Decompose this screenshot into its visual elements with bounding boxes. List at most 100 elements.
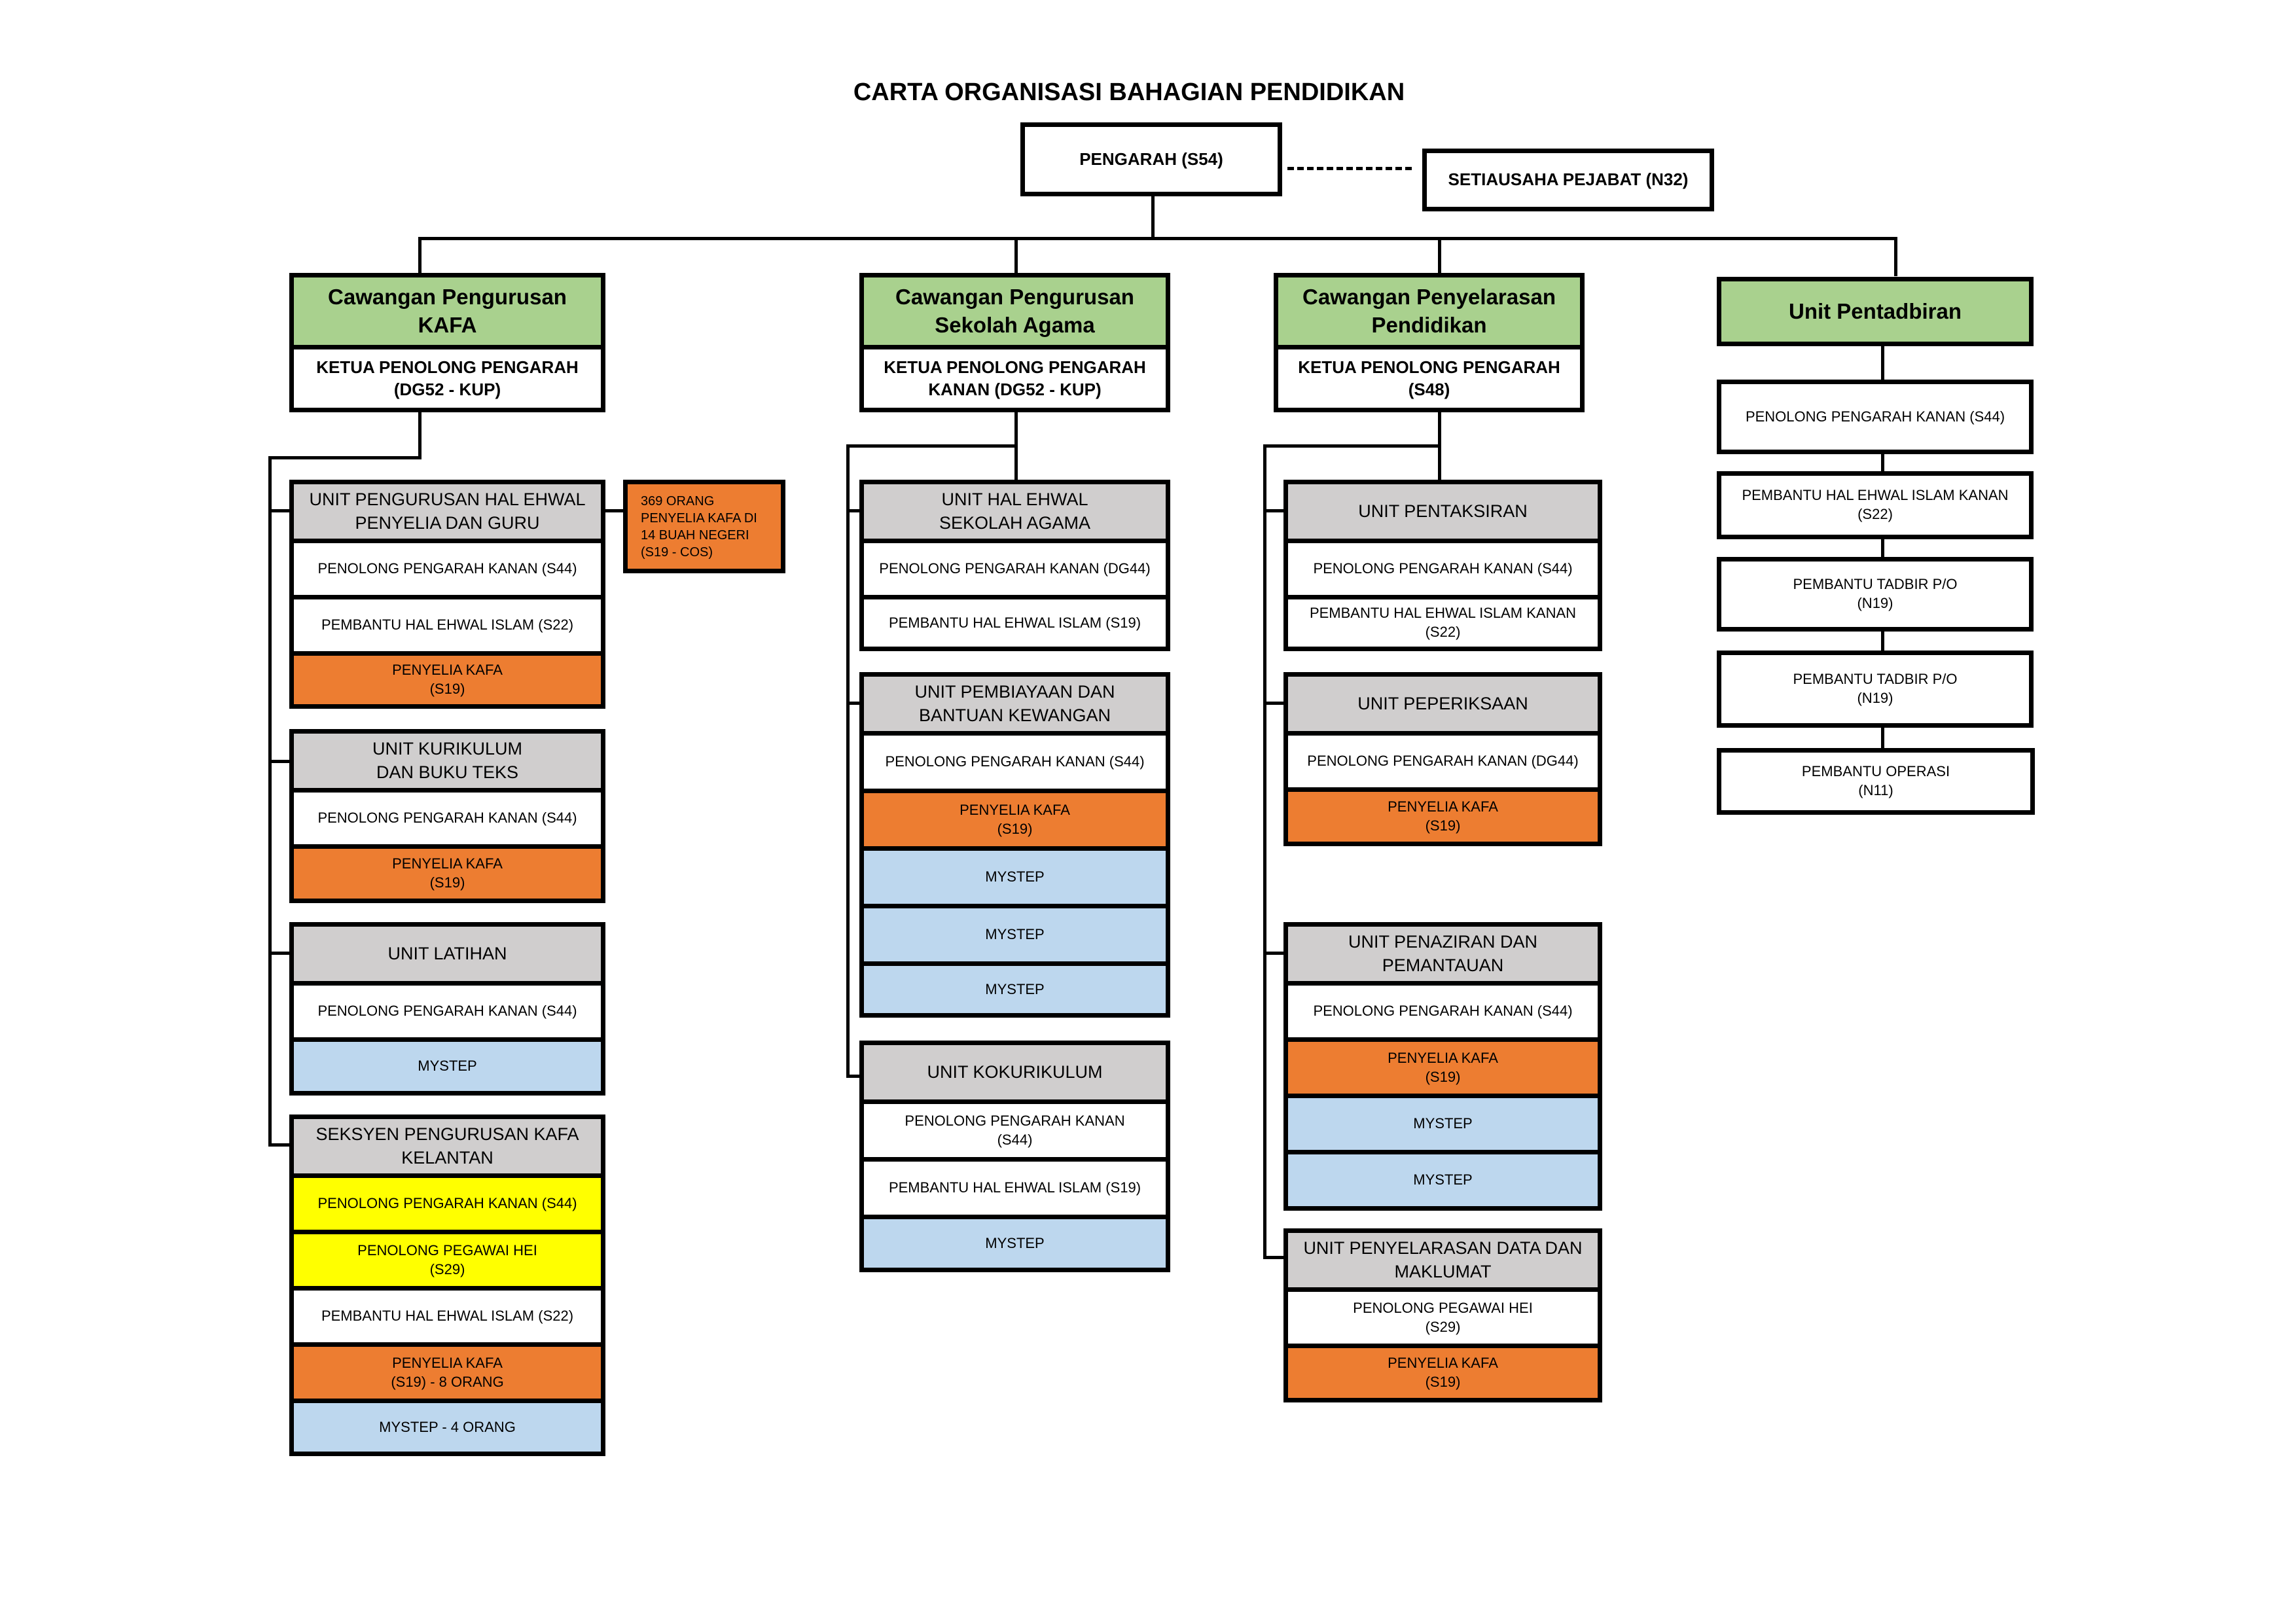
connector-line	[418, 412, 422, 458]
unit-header: UNIT PENYELARASAN DATA DAN MAKLUMAT	[1288, 1233, 1598, 1292]
connector-line	[268, 1143, 291, 1147]
unit-header: UNIT LATIHAN	[294, 927, 601, 986]
connector-line	[846, 444, 850, 1078]
connector-line	[1881, 344, 1884, 749]
connector-line	[268, 456, 422, 459]
branch-title: Cawangan Pengurusan Sekolah Agama	[864, 277, 1166, 349]
role-cell: PENYELIA KAFA (S19)	[294, 849, 601, 899]
role-cell: MYSTEP	[294, 1042, 601, 1091]
page-title: CARTA ORGANISASI BAHAGIAN PENDIDIKAN	[853, 79, 1405, 106]
unit-pentaksiran: UNIT PENTAKSIRAN PENOLONG PENGARAH KANAN…	[1283, 480, 1602, 651]
role-cell: MYSTEP	[864, 851, 1166, 908]
connector-line	[602, 509, 625, 512]
role-cell: PEMBANTU HAL EHWAL ISLAM (S22)	[294, 1291, 601, 1347]
connector-line	[1263, 1256, 1287, 1259]
unit-header: UNIT KOKURIKULUM	[864, 1045, 1166, 1104]
role-cell: MYSTEP - 4 ORANG	[294, 1403, 601, 1452]
role-cell: PENYELIA KAFA (S19)	[1288, 1042, 1598, 1098]
role-cell: PENOLONG PENGARAH KANAN (S44)	[294, 543, 601, 599]
role-cell: PENYELIA KAFA (S19)	[1288, 792, 1598, 842]
role-cell: PENOLONG PENGARAH KANAN (S44)	[864, 736, 1166, 793]
connector-line	[268, 456, 272, 1147]
role-cell: PENOLONG PEGAWAI HEI (S29)	[294, 1234, 601, 1291]
role-cell: PEMBANTU HAL EHWAL ISLAM (S19)	[864, 599, 1166, 647]
branch-sekolah-agama: Cawangan Pengurusan Sekolah Agama KETUA …	[859, 273, 1170, 412]
branch-penyelarasan: Cawangan Penyelarasan Pendidikan KETUA P…	[1274, 273, 1585, 412]
unit-header: UNIT PEPERIKSAAN	[1288, 677, 1598, 736]
branch-head: KETUA PENOLONG PENGARAH KANAN (DG52 - KU…	[864, 349, 1166, 408]
branch-head: KETUA PENOLONG PENGARAH (DG52 - KUP)	[294, 349, 601, 408]
unit-header: UNIT KURIKULUM DAN BUKU TEKS	[294, 734, 601, 793]
connector-line	[418, 237, 1897, 240]
role-cell: PENOLONG PEGAWAI HEI (S29)	[1288, 1292, 1598, 1348]
connector-line	[268, 760, 291, 763]
branch-kafa: Cawangan Pengurusan KAFA KETUA PENOLONG …	[289, 273, 605, 412]
branch-head: KETUA PENOLONG PENGARAH (S48)	[1278, 349, 1580, 408]
role-cell: PEMBANTU HAL EHWAL ISLAM (S22)	[294, 599, 601, 656]
role-cell: PENOLONG PENGARAH KANAN (DG44)	[1288, 736, 1598, 792]
unit-hal-ehwal-sekolah: UNIT HAL EHWAL SEKOLAH AGAMA PENOLONG PE…	[859, 480, 1170, 651]
unit-header: UNIT PENAZIRAN DAN PEMANTAUAN	[1288, 927, 1598, 986]
role-cell: PENOLONG PENGARAH KANAN (S44)	[1288, 986, 1598, 1042]
branch-pentadbiran: Unit Pentadbiran	[1717, 277, 2034, 346]
unit-peperiksaan: UNIT PEPERIKSAAN PENOLONG PENGARAH KANAN…	[1283, 672, 1602, 846]
seksyen-kelantan: SEKSYEN PENGURUSAN KAFA KELANTAN PENOLON…	[289, 1115, 605, 1456]
role-cell: MYSTEP	[864, 1219, 1166, 1268]
connector-line	[1014, 237, 1018, 276]
connector-line	[846, 1075, 862, 1078]
unit-header: UNIT PENGURUSAN HAL EHWAL PENYELIA DAN G…	[294, 484, 601, 543]
connector-line	[1438, 237, 1441, 276]
branch-title: Cawangan Pengurusan KAFA	[294, 277, 601, 349]
unit-kokurikulum: UNIT KOKURIKULUM PENOLONG PENGARAH KANAN…	[859, 1041, 1170, 1272]
connector-line	[418, 237, 422, 276]
role-cell: PENOLONG PENGARAH KANAN (S44)	[864, 1104, 1166, 1162]
role-box: PEMBANTU OPERASI (N11)	[1717, 748, 2035, 815]
unit-pengurusan-hal-ehwal: UNIT PENGURUSAN HAL EHWAL PENYELIA DAN G…	[289, 480, 605, 709]
role-cell: MYSTEP	[1288, 1098, 1598, 1154]
role-cell: MYSTEP	[864, 908, 1166, 966]
unit-latihan: UNIT LATIHAN PENOLONG PENGARAH KANAN (S4…	[289, 922, 605, 1096]
connector-line	[1014, 412, 1018, 484]
dashed-connector	[1287, 167, 1412, 170]
connector-line	[1263, 509, 1287, 512]
connector-line	[1263, 702, 1287, 705]
role-cell: PENYELIA KAFA (S19) - 8 ORANG	[294, 1347, 601, 1403]
connector-line	[1263, 444, 1441, 448]
unit-kurikulum: UNIT KURIKULUM DAN BUKU TEKS PENOLONG PE…	[289, 729, 605, 903]
role-cell: PEMBANTU HAL EHWAL ISLAM (S19)	[864, 1162, 1166, 1219]
connector-line	[846, 444, 1018, 448]
role-cell: PENYELIA KAFA (S19)	[294, 656, 601, 704]
role-cell: PENYELIA KAFA (S19)	[864, 793, 1166, 851]
unit-penyelarasan-data: UNIT PENYELARASAN DATA DAN MAKLUMAT PENO…	[1283, 1228, 1602, 1402]
connector-line	[268, 952, 291, 955]
unit-penaziran: UNIT PENAZIRAN DAN PEMANTAUAN PENOLONG P…	[1283, 922, 1602, 1211]
unit-header: UNIT HAL EHWAL SEKOLAH AGAMA	[864, 484, 1166, 543]
branch-title: Cawangan Penyelarasan Pendidikan	[1278, 277, 1580, 349]
connector-line	[1894, 237, 1897, 276]
unit-header: UNIT PEMBIAYAAN DAN BANTUAN KEWANGAN	[864, 677, 1166, 736]
connector-line	[1263, 444, 1266, 1259]
connector-line	[1263, 952, 1287, 955]
role-cell: PENOLONG PENGARAH KANAN (S44)	[1288, 543, 1598, 599]
unit-header: UNIT PENTAKSIRAN	[1288, 484, 1598, 543]
connector-line	[1438, 412, 1441, 484]
role-box: PENOLONG PENGARAH KANAN (S44)	[1717, 380, 2034, 454]
role-cell: PENOLONG PENGARAH KANAN (DG44)	[864, 543, 1166, 599]
connector-line	[846, 702, 862, 705]
role-cell: PENOLONG PENGARAH KANAN (S44)	[294, 793, 601, 849]
connector-line	[846, 509, 862, 512]
role-cell: PENOLONG PENGARAH KANAN (S44)	[294, 986, 601, 1042]
role-box: PEMBANTU TADBIR P/O (N19)	[1717, 651, 2034, 728]
kafa-note-box: 369 ORANG PENYELIA KAFA DI 14 BUAH NEGER…	[623, 480, 785, 573]
role-cell: PEMBANTU HAL EHWAL ISLAM KANAN (S22)	[1288, 599, 1598, 647]
role-cell: MYSTEP	[1288, 1154, 1598, 1206]
role-cell: PENOLONG PENGARAH KANAN (S44)	[294, 1178, 601, 1234]
role-box: PEMBANTU TADBIR P/O (N19)	[1717, 557, 2034, 632]
connector-line	[268, 509, 291, 512]
role-cell: PENYELIA KAFA (S19)	[1288, 1348, 1598, 1398]
director-box: PENGARAH (S54)	[1020, 122, 1282, 196]
role-cell: MYSTEP	[864, 966, 1166, 1013]
unit-header: SEKSYEN PENGURUSAN KAFA KELANTAN	[294, 1119, 601, 1178]
connector-line	[1151, 196, 1155, 240]
